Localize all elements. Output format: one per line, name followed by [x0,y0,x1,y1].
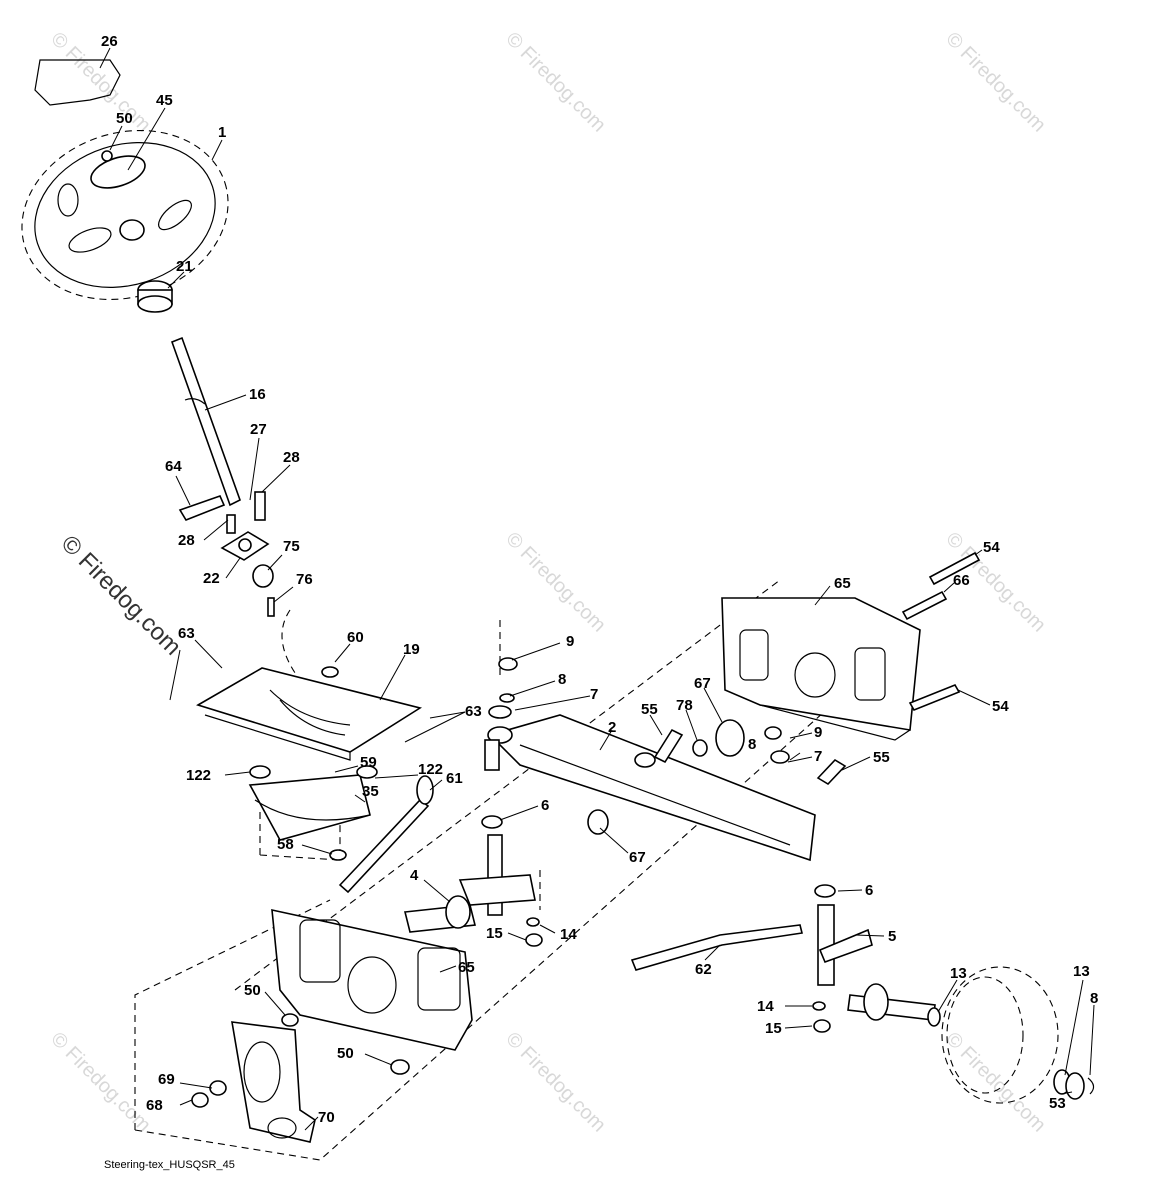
callout-8: 8 [1090,990,1098,1007]
steering-shaft [170,336,241,507]
watermark-layer: © Firedog.com © Firedog.com © Firedog.co… [46,28,1050,1137]
watermark-faint: © Firedog.com [941,28,1050,137]
callout-65: 65 [458,959,475,976]
callout-4: 4 [410,867,419,884]
frame-bolts [901,551,981,712]
diagram-caption: Steering-tex_HUSQSR_45 [104,1159,235,1171]
callout-16: 16 [249,386,266,403]
steering-wheel-cap [34,59,121,106]
steering-wheel [21,129,229,301]
callout-19: 19 [403,641,420,658]
callout-2: 2 [608,719,616,736]
left-spindle [404,834,536,933]
watermark-faint: © Firedog.com [501,1028,610,1137]
watermark-faint: © Firedog.com [46,1028,155,1137]
callout-64: 64 [165,458,182,475]
callout-7: 7 [590,686,598,703]
callout-122: 122 [186,767,211,784]
right-spindle [814,884,936,1021]
callout-68: 68 [146,1097,163,1114]
callout-78: 78 [676,697,693,714]
callout-5: 5 [888,928,896,945]
sector-gear [248,765,378,861]
callout-9: 9 [566,633,574,650]
axle-spacers [587,719,847,835]
frame-plate-right [721,597,921,741]
callout-22: 22 [203,570,220,587]
callout-7: 7 [814,748,822,765]
callout-66: 66 [953,572,970,589]
callout-76: 76 [296,571,313,588]
callout-55: 55 [873,749,890,766]
callout-13: 13 [1073,963,1090,980]
callout-65: 65 [834,575,851,592]
callout-122: 122 [418,761,443,778]
callout-14: 14 [757,998,774,1015]
callout-70: 70 [318,1109,335,1126]
pinion-gear [252,564,275,617]
callout-26: 26 [101,33,118,50]
mounting-plate [196,666,423,761]
callout-14: 14 [560,926,577,943]
callout-53: 53 [1049,1095,1066,1112]
callout-67: 67 [629,849,646,866]
callout-54: 54 [992,698,1009,715]
spindle-nuts [525,917,831,1033]
steering-support-flange [220,491,270,561]
callout-69: 69 [158,1071,175,1088]
callout-28: 28 [283,449,300,466]
bracket [178,495,226,521]
callout-6: 6 [865,882,873,899]
watermark-faint: © Firedog.com [501,28,610,137]
callout-58: 58 [277,836,294,853]
callout-50: 50 [116,110,133,127]
callout-59: 59 [360,754,377,771]
callout-27: 27 [250,421,267,438]
callout-62: 62 [695,961,712,978]
callout-9: 9 [814,724,822,741]
callout-75: 75 [283,538,300,555]
washer-stack-right [764,726,790,764]
callout-50: 50 [244,982,261,999]
washer-stack-left [481,657,518,829]
steering-bushing [137,280,173,313]
callout-61: 61 [446,770,463,787]
drag-link [338,775,434,894]
callout-28: 28 [178,532,195,549]
callout-15: 15 [486,925,503,942]
callout-63: 63 [465,703,482,720]
callout-13: 13 [950,965,967,982]
callout-55: 55 [641,701,658,718]
frame-plate-left [271,908,473,1051]
callout-60: 60 [347,629,364,646]
callout-labels: 26 45 50 1 21 16 27 28 64 28 75 22 76 63… [101,33,1098,1126]
callout-6: 6 [541,797,549,814]
callout-50: 50 [337,1045,354,1062]
front-axle [484,714,816,862]
callout-67: 67 [694,675,711,692]
front-bumper-bracket [231,1021,316,1143]
callout-45: 45 [156,92,173,109]
callout-63: 63 [178,625,195,642]
watermark-faint: © Firedog.com [501,528,610,637]
callout-8: 8 [748,736,756,753]
watermark-main: © Firedog.com [56,530,187,661]
bumper-nuts [191,1013,410,1108]
callout-15: 15 [765,1020,782,1037]
leader-lines [99,47,1095,1131]
callout-8: 8 [558,671,566,688]
callout-21: 21 [176,258,193,275]
callout-35: 35 [362,783,379,800]
callout-54: 54 [983,539,1000,556]
tie-rod [630,924,803,971]
callout-1: 1 [218,124,226,141]
